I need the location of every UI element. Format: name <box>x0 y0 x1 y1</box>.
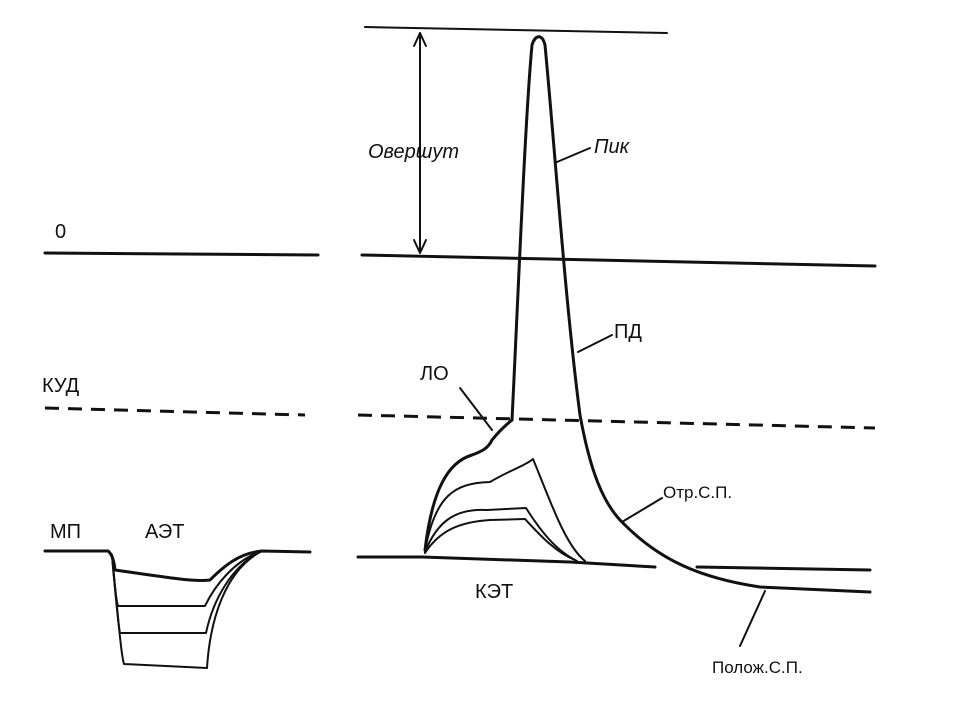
threshold-line-right <box>357 413 876 430</box>
resting-baseline-right <box>356 555 657 569</box>
depol-curve-1 <box>424 518 576 561</box>
positive-trace-leader-line <box>739 590 766 647</box>
resting-baseline-left <box>43 549 312 582</box>
hyperpol-label: АЭТ <box>145 521 185 543</box>
depol-curve-3 <box>424 458 586 562</box>
zero-label: 0 <box>55 221 66 243</box>
zero-level-line-right <box>360 253 877 268</box>
negative-trace-leader-line <box>621 497 663 523</box>
zero-level-line-left <box>43 251 320 257</box>
overshoot-label: Овершут <box>368 141 459 163</box>
action-potential-curve <box>510 35 872 594</box>
overshoot-top-line <box>364 26 668 34</box>
local-response-label: ЛО <box>420 363 449 385</box>
depol-label: КЭТ <box>475 581 513 603</box>
hyperpol-curve-3 <box>111 550 263 669</box>
positive-trace-label: Полож.С.П. <box>712 658 803 677</box>
overshoot-arrow-head-bottom <box>413 239 427 254</box>
peak-leader-line <box>556 147 591 163</box>
depol-curve-2 <box>424 507 578 562</box>
threshold-label: КУД <box>42 375 80 397</box>
overshoot-arrow-head-top <box>413 32 427 47</box>
local-response-curve <box>423 418 514 552</box>
local-response-leader-line <box>459 387 493 431</box>
ap-leader-line <box>577 334 613 353</box>
resting-baseline-right-end <box>695 565 872 572</box>
negative-trace-label: Отр.С.П. <box>663 483 732 502</box>
resting-label: МП <box>50 521 81 543</box>
threshold-line-left <box>44 406 306 417</box>
peak-label: Пик <box>594 136 631 158</box>
action-potential-label: ПД <box>614 321 642 343</box>
